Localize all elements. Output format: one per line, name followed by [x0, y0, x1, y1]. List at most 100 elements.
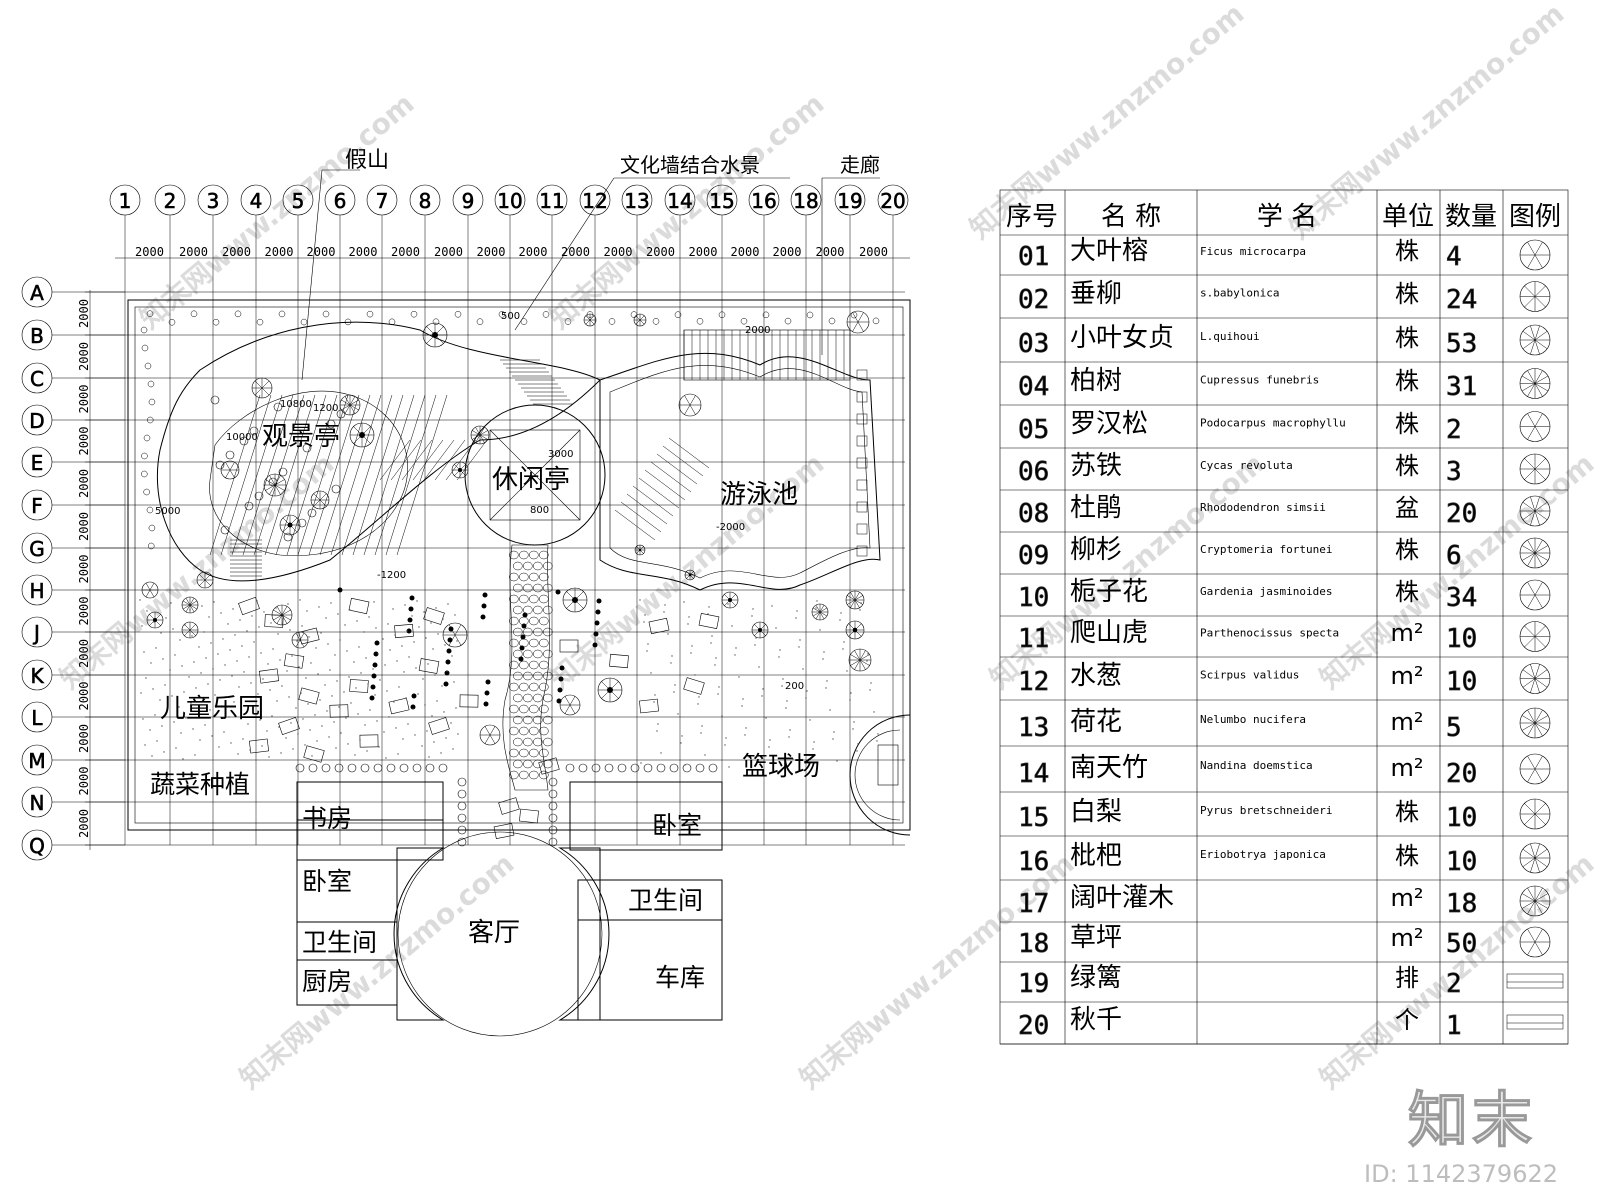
gravel-dot [786, 700, 788, 702]
label-pool: 游泳池 [720, 480, 798, 510]
stone [533, 715, 543, 725]
hatch-line [456, 439, 488, 481]
tree-symbol [181, 596, 199, 614]
stone [519, 550, 529, 560]
gravel-dot [856, 750, 858, 752]
gravel-dot [850, 692, 852, 694]
paving-stone [459, 694, 479, 708]
paving-stone [278, 717, 300, 735]
gravel-dot [442, 618, 444, 620]
gravel-dot [657, 723, 659, 725]
hatch-line [264, 394, 316, 556]
gravel-dot [320, 632, 322, 634]
dim-label-top: 2000 [646, 245, 675, 259]
table-cell-name: 水葱 [1070, 661, 1122, 691]
gravel-dot [258, 626, 260, 628]
shrub-icon [1519, 885, 1551, 917]
gravel-dot [457, 733, 459, 735]
deck-frame [683, 329, 851, 381]
table-cell-latin: L.quihoui [1200, 330, 1260, 343]
table-cell-qty: 2 [1446, 415, 1462, 445]
gravel-dot [183, 691, 185, 693]
gravel-dot [674, 684, 676, 686]
gravel-dot [346, 650, 348, 652]
stone [529, 770, 539, 780]
border-shrub [856, 369, 868, 381]
table-cell-name: 大叶榕 [1070, 236, 1148, 266]
shrub-dot [594, 620, 600, 626]
table-cell-qty: 1 [1446, 1011, 1462, 1041]
table-cell-no: 01 [1018, 242, 1049, 272]
tree-symbol [196, 571, 214, 589]
gravel-dot [691, 645, 693, 647]
border-shrub [856, 413, 868, 425]
gravel-dot [335, 747, 337, 749]
border-shrub [168, 319, 176, 326]
hatch-line [286, 394, 338, 556]
gravel-dot [860, 602, 862, 604]
border-shrub [856, 435, 868, 447]
gravel-dot [142, 718, 144, 720]
dim-label-top: 2000 [731, 245, 760, 259]
dim-label-left: 2000 [77, 342, 91, 371]
gravel-dot [325, 617, 327, 619]
hatch-line [412, 439, 444, 481]
table-cell-qty: 5 [1446, 713, 1462, 743]
gravel-dot [219, 679, 221, 681]
gravel-dot [326, 710, 328, 712]
column-axis-label: 3 [207, 189, 220, 213]
shrub-ring [302, 443, 312, 453]
shrub-dot [484, 690, 490, 696]
gravel-dot [754, 644, 756, 646]
border-shrub [542, 311, 550, 318]
gravel-dot [364, 724, 366, 726]
gravel-dot [375, 627, 377, 629]
row-axis-label: K [30, 664, 44, 688]
gravel-dot [173, 721, 175, 723]
gravel-dot [208, 616, 210, 618]
border-shrub [674, 311, 682, 318]
stone [513, 605, 523, 615]
gravel-dot [257, 693, 259, 695]
hatch-line [297, 394, 349, 556]
gravel-dot [340, 732, 342, 734]
border-shrub [146, 416, 154, 424]
gravel-dot [154, 714, 156, 716]
stone-path [502, 544, 550, 791]
border-shrub [872, 317, 880, 325]
gravel-dot [700, 732, 702, 734]
gravel-dot [275, 607, 277, 609]
gravel-dot [300, 692, 302, 694]
paving-stone [359, 734, 379, 748]
gravel-dot [451, 655, 453, 657]
hatch-line [319, 394, 371, 556]
stone [509, 748, 519, 758]
gravel-dot [411, 615, 413, 617]
gravel-dot [287, 603, 289, 605]
gravel-dot [285, 737, 287, 739]
paving-stone [298, 627, 320, 645]
table-cell-no: 03 [1018, 329, 1049, 359]
gravel-dot [775, 627, 777, 629]
table-cell-no: 20 [1018, 1011, 1049, 1041]
gravel-dot [229, 649, 231, 651]
gravel-dot [698, 696, 700, 698]
tree-symbol [349, 422, 375, 448]
table-cell-no: 09 [1018, 541, 1049, 571]
gravel-dot [317, 673, 319, 675]
gravel-dot [415, 667, 417, 669]
stone [513, 715, 523, 725]
border-shrub [140, 326, 148, 334]
gravel-dot [272, 648, 274, 650]
hedge-shrub [643, 763, 653, 773]
stone [533, 605, 543, 615]
gravel-dot [162, 658, 164, 660]
stone [523, 605, 533, 615]
hedge-shrub [682, 763, 692, 773]
table-cell-name: 草坪 [1070, 923, 1122, 953]
table-cell-unit: m² [1391, 662, 1424, 690]
table-cell-latin: s.babylonica [1200, 287, 1279, 300]
gravel-dot [413, 641, 415, 643]
table-cell-unit: m² [1391, 619, 1424, 647]
tree-symbol [562, 587, 588, 613]
